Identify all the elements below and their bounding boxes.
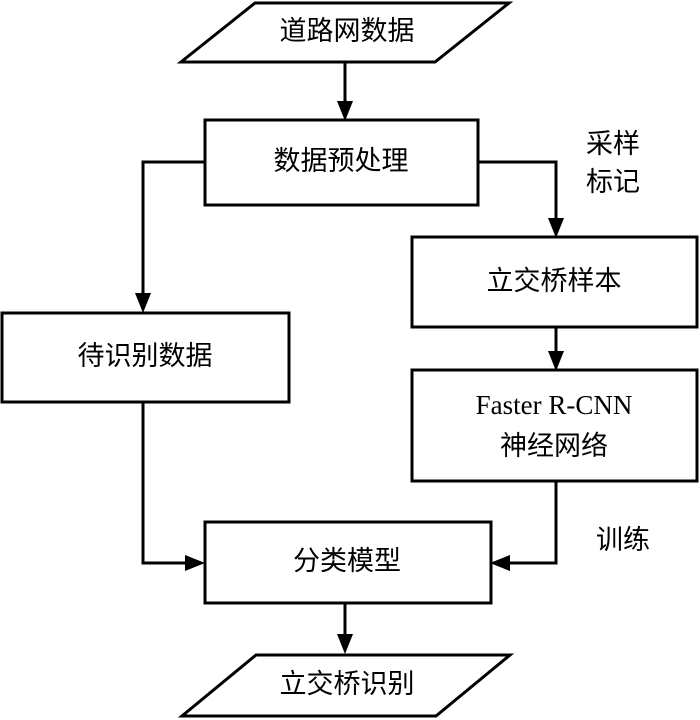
node-shape-parallelogram: [176, 1, 514, 64]
edge-faster-rcnn-network-to-classification-model: [490, 481, 558, 571]
edge-road-network-data-to-data-preprocessing: [337, 62, 353, 121]
edge-line: [141, 160, 205, 302]
edge-label-training: 训练: [596, 525, 650, 555]
node-label-faster-rcnn-line1: Faster R-CNN: [476, 390, 633, 420]
node-label-overpass-recognition: 立交桥识别: [280, 669, 415, 699]
arrow-head-icon: [548, 218, 564, 238]
edge-data-preprocessing-to-data-to-recognize: [135, 160, 205, 313]
node-label-overpass-samples: 立交桥样本: [487, 266, 622, 296]
arrow-head-icon: [337, 634, 353, 654]
node-shape-parallelogram: [177, 653, 515, 718]
arrow-head-icon: [337, 101, 353, 121]
edge-line: [141, 402, 194, 565]
node-overpass-recognition[interactable]: 立交桥识别: [177, 653, 515, 718]
edge-line: [478, 160, 558, 227]
node-label-road-network-data: 道路网数据: [280, 16, 415, 46]
node-shape-rect: [203, 118, 480, 207]
node-shape-rect: [410, 235, 699, 329]
edge-label-sampling-annotation: 采样 标记: [586, 129, 640, 197]
node-label-data-to-recognize: 待识别数据: [78, 341, 213, 371]
edge-data-to-recognize-to-classification-model: [141, 402, 205, 571]
edge-line: [501, 481, 558, 565]
edge-label-training-line1: 训练: [596, 525, 650, 555]
arrow-head-icon: [135, 293, 151, 313]
node-classification-model[interactable]: 分类模型: [203, 520, 493, 605]
node-shape-rect: [410, 368, 699, 483]
node-label-classification-model: 分类模型: [293, 546, 401, 576]
node-label-faster-rcnn-line2: 神经网络: [500, 431, 608, 461]
edge-data-preprocessing-to-overpass-samples: [478, 160, 564, 238]
arrow-head-icon: [548, 351, 564, 371]
node-label-data-preprocessing: 数据预处理: [274, 146, 409, 176]
arrow-head-icon: [185, 555, 205, 571]
edge-classification-model-to-overpass-recognition: [337, 603, 353, 654]
node-shape-rect: [203, 520, 493, 605]
edge-label-sampling-line1: 采样: [586, 129, 640, 159]
edge-overpass-samples-to-faster-rcnn-network: [548, 327, 564, 371]
edge-label-sampling-line2: 标记: [586, 167, 640, 197]
node-data-preprocessing[interactable]: 数据预处理: [203, 118, 480, 207]
node-road-network-data[interactable]: 道路网数据: [176, 1, 514, 64]
node-data-to-recognize[interactable]: 待识别数据: [0, 311, 291, 404]
node-faster-rcnn-network[interactable]: Faster R-CNN 神经网络: [410, 368, 699, 483]
arrow-head-icon: [490, 555, 510, 571]
node-overpass-samples[interactable]: 立交桥样本: [410, 235, 699, 329]
node-shape-rect: [0, 311, 291, 404]
